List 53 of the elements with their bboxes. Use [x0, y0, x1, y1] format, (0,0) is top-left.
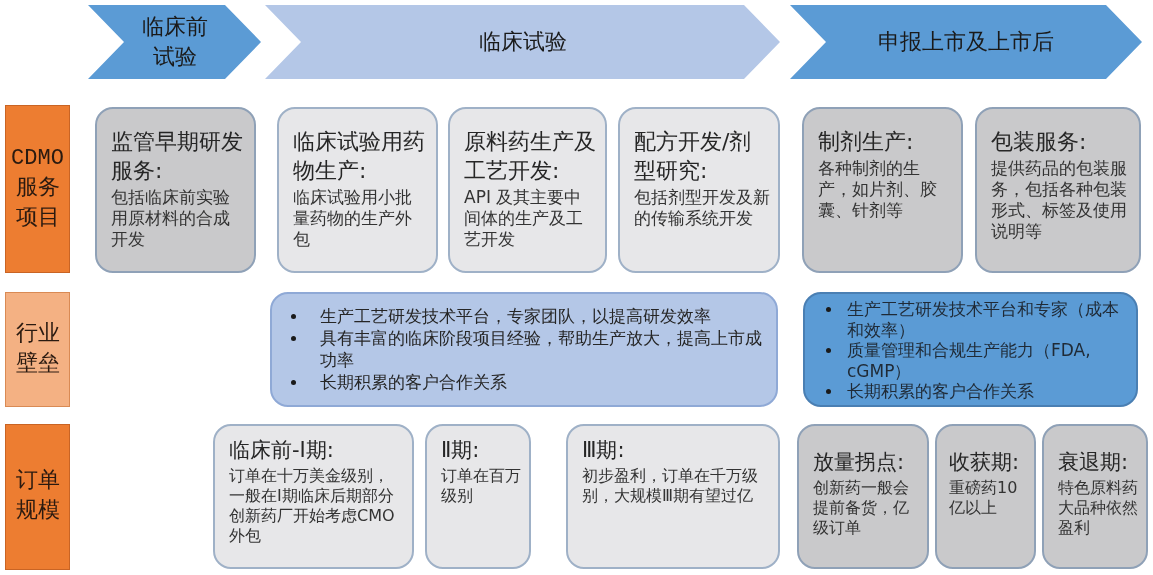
- phase-label: 申报上市及上市后: [878, 28, 1054, 56]
- row-header-label: 订单规模: [14, 468, 61, 526]
- service-card: [277, 107, 438, 273]
- order-card: [1042, 424, 1148, 569]
- card-heading: 衰退期:: [1058, 449, 1130, 476]
- barrier-panel: [270, 292, 778, 407]
- card-text: 重磅药10亿以上: [949, 478, 1019, 518]
- card-text: 包括临床前实验用原材料的合成开发: [111, 187, 231, 250]
- card-text: 提供药品的包装服务，包括各种包装形式、标签及使用说明等: [991, 158, 1128, 242]
- bullet-text: 生产工艺研发技术平台和专家（成本和效率）: [847, 299, 1120, 340]
- order-card: [935, 424, 1036, 569]
- card-heading: Ⅲ期:: [582, 437, 626, 464]
- row-header: [5, 292, 70, 407]
- card-text: 特色原料药大品种依然盈利: [1058, 478, 1139, 538]
- card-heading: 包装服务:: [991, 128, 1088, 156]
- service-card: [618, 107, 780, 273]
- card-heading: 制剂生产:: [818, 128, 915, 156]
- row-header: [5, 105, 70, 273]
- card-text: 创新药一般会提前备货，亿级订单: [813, 478, 910, 538]
- card-text: 临床试验用小批量药物的生产外包: [293, 187, 413, 250]
- bullet-text: 生产工艺研发技术平台，专家团队，以提高研发效率: [320, 305, 712, 327]
- bullet-text: 长期积累的客户合作关系: [847, 381, 1035, 402]
- card-heading: 监管早期研发服务:: [111, 128, 244, 185]
- service-card: [802, 107, 963, 273]
- phase-label: 临床前试验: [140, 13, 209, 71]
- phase-label: 临床试验: [478, 28, 567, 56]
- card-text: 各种制剂的生产，如片剂、胶囊、针剂等: [818, 158, 938, 221]
- bullet-text: 长期积累的客户合作关系: [320, 371, 508, 393]
- card-heading: 配方开发/剂型研究:: [634, 128, 753, 185]
- order-card: [213, 424, 414, 569]
- card-text: 初步盈利，订单在千万级别，大规模Ⅲ期有望过亿: [582, 466, 759, 506]
- order-card: [566, 424, 780, 569]
- card-text: 包括剂型开发及新的传输系统开发: [634, 187, 770, 229]
- order-card: [797, 424, 929, 569]
- bullet-text: 具有丰富的临床阶段项目经验，帮助生产放大，提高上市成功率: [320, 327, 762, 371]
- card-heading: 收获期:: [949, 449, 1021, 476]
- card-heading: 放量拐点:: [813, 449, 906, 476]
- row-header: [5, 424, 70, 570]
- order-card: [425, 424, 531, 569]
- bullet-text: 质量管理和合规生产能力（FDA, cGMP）: [847, 340, 1092, 381]
- card-text: 订单在百万级别: [441, 466, 521, 506]
- service-card: [448, 107, 607, 273]
- card-heading: 临床试验用药物生产:: [293, 128, 426, 185]
- card-heading: 原料药生产及工艺开发:: [464, 128, 597, 185]
- card-text: 订单在十万美金级别，一般在I期临床后期部分创新药厂开始考虑CMO外包: [229, 466, 396, 546]
- card-text: API 及其主要中间体的生产及工艺开发: [464, 187, 584, 250]
- row-header-label: 行业壁垒: [14, 320, 61, 379]
- row-header-label: CDMO服务项目: [10, 145, 65, 233]
- card-heading: 临床前-Ⅰ期:: [229, 437, 335, 464]
- service-card: [975, 107, 1141, 273]
- barrier-panel: [803, 292, 1138, 407]
- card-heading: Ⅱ期:: [441, 437, 481, 464]
- service-card: [95, 107, 256, 273]
